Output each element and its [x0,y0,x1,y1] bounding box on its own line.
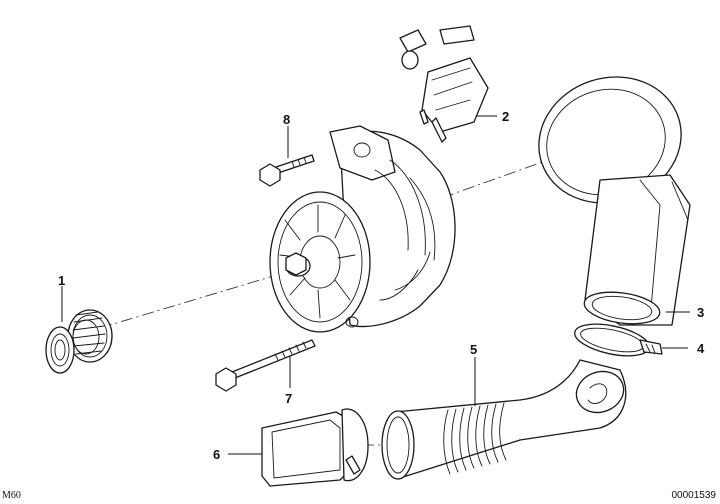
voltage-regulator-part[interactable] [399,25,489,143]
hose-clamp-part[interactable] [572,318,663,361]
callout-4: 4 [697,341,705,356]
model-code-label: M60 [2,490,21,501]
callout-1: 1 [58,273,65,288]
air-duct-part-3[interactable] [522,59,697,328]
callout-8: 8 [283,112,290,127]
callout-labels: 1 2 3 4 5 6 7 8 [58,109,705,462]
image-number-label: 00001539 [671,490,717,501]
callout-5: 5 [470,342,477,357]
callout-2: 2 [502,109,509,124]
callout-3: 3 [697,305,704,320]
bolt-part-7[interactable] [215,339,316,392]
callout-leader-lines [61,115,690,455]
callout-6: 6 [213,447,220,462]
callout-7: 7 [285,391,292,406]
bolt-part-8[interactable] [259,154,315,187]
intake-adapter-part[interactable] [261,408,369,487]
intake-hose-part[interactable] [381,359,629,480]
alternator-part[interactable] [269,125,456,333]
pulley-part[interactable] [45,309,113,374]
